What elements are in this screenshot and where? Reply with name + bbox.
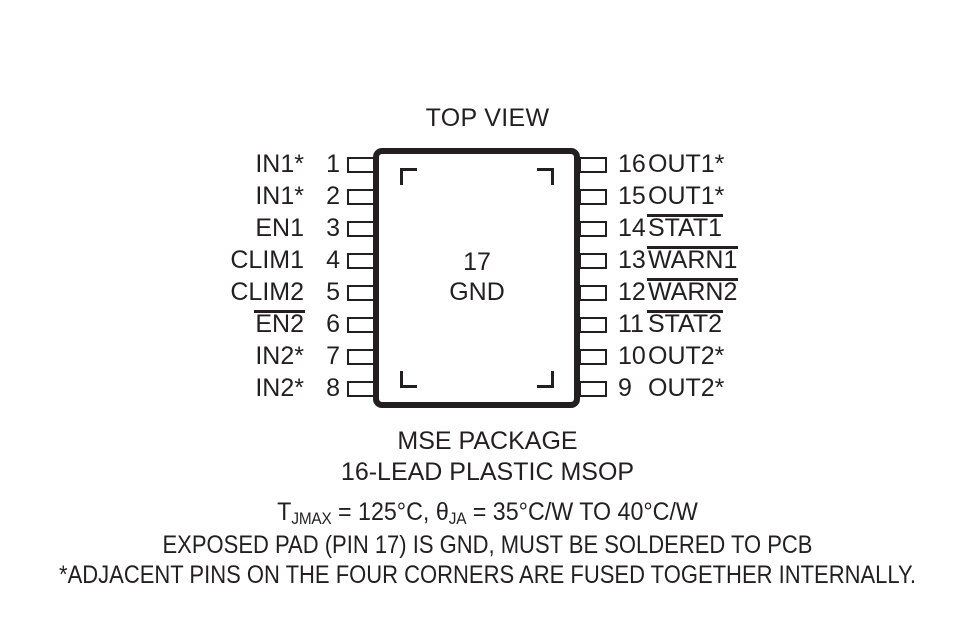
pin-label: IN2* [255, 341, 304, 370]
top-view-title: TOP VIEW [425, 104, 550, 132]
pin-label: IN1* [255, 149, 304, 178]
pin-number: 12 [618, 277, 646, 306]
pin-row-4: CLIM1 4 [230, 245, 340, 275]
lead-pin-1 [347, 157, 375, 173]
pin-label: IN1* [255, 181, 304, 210]
lead-pin-15 [579, 189, 607, 205]
pin-number: 15 [618, 181, 646, 210]
pin-label: OUT1* [648, 181, 725, 210]
exposed-pad-corner-bottom-left [400, 371, 417, 388]
pin-number: 13 [618, 245, 646, 274]
pin-row-5: CLIM2 5 [230, 277, 340, 307]
pin-row-2: IN1* 2 [255, 181, 340, 211]
package-description: 16-LEAD PLASTIC MSOP [340, 458, 635, 486]
lead-pin-16 [579, 157, 607, 173]
pin-row-8: IN2* 8 [255, 373, 340, 403]
theta-ja-symbol: θ [435, 498, 449, 526]
pin-number: 4 [326, 245, 340, 274]
pin-label: EN2 [254, 309, 305, 339]
lead-pin-9 [579, 381, 607, 397]
active-low-overline: WARN2 [646, 278, 739, 306]
pin-number: 6 [326, 309, 340, 338]
exposed-pad-number: 17 [463, 248, 491, 276]
package-name: MSE PACKAGE [397, 427, 578, 455]
pin-row-9: 9 OUT2* [618, 373, 724, 403]
pin-label: IN2* [255, 373, 304, 402]
pin-label: STAT2 [646, 309, 724, 339]
pin-row-3: EN1 3 [255, 213, 340, 243]
pin-number: 14 [618, 213, 646, 242]
lead-pin-2 [347, 189, 375, 205]
pin-number: 11 [618, 309, 644, 338]
active-low-overline: STAT1 [646, 214, 724, 242]
package-body-outline [373, 148, 580, 408]
exposed-pad-corner-top-right [537, 168, 554, 185]
pin-label: CLIM2 [230, 277, 304, 306]
note-exposed-pad: EXPOSED PAD (PIN 17) IS GND, MUST BE SOL… [162, 531, 813, 559]
thermal-specification: TJMAX = 125°C, θJA = 35°C/W TO 40°C/W [34, 498, 941, 528]
pin-number: 16 [618, 149, 646, 178]
pin-label: EN1 [255, 213, 304, 242]
exposed-pad-name: GND [449, 278, 505, 306]
exposed-pad-corner-bottom-right [537, 371, 554, 388]
lead-pin-13 [579, 253, 607, 269]
pin-number: 3 [326, 213, 340, 242]
tjmax-subscript: JMAX [291, 510, 332, 528]
active-low-overline: STAT2 [646, 310, 724, 338]
lead-pin-4 [347, 253, 375, 269]
pin-number: 7 [326, 341, 340, 370]
pin-row-7: IN2* 7 [255, 341, 340, 371]
pin-label: WARN2 [646, 277, 739, 307]
pin-number: 2 [326, 181, 340, 210]
lead-pin-8 [347, 381, 375, 397]
exposed-pad-corner-top-left [400, 168, 417, 185]
pin-row-1: IN1* 1 [255, 149, 340, 179]
pin-row-6: EN2 6 [254, 309, 340, 339]
pin-number: 10 [618, 341, 646, 370]
pin-label: OUT2* [648, 341, 725, 370]
lead-pin-6 [347, 317, 375, 333]
pin-number: 8 [326, 373, 340, 402]
theta-ja-subscript: JA [448, 510, 467, 528]
active-low-overline: EN2 [254, 310, 305, 338]
pin-number: 1 [326, 149, 340, 178]
tjmax-symbol: T [277, 498, 292, 526]
lead-pin-10 [579, 349, 607, 365]
tjmax-value: = 125°C, [331, 498, 436, 526]
note-fused-pins: *ADJACENT PINS ON THE FOUR CORNERS ARE F… [59, 561, 916, 589]
pin-label: WARN1 [646, 245, 739, 275]
active-low-overline: WARN1 [646, 246, 739, 274]
pin-label: OUT1* [648, 149, 725, 178]
lead-pin-3 [347, 221, 375, 237]
lead-pin-14 [579, 221, 607, 237]
pin-label: CLIM1 [230, 245, 304, 274]
theta-ja-value: = 35°C/W TO 40°C/W [466, 498, 698, 526]
lead-pin-11 [579, 317, 607, 333]
pin-label: OUT2* [648, 373, 725, 402]
lead-pin-5 [347, 285, 375, 301]
pin-label: STAT1 [646, 213, 724, 243]
lead-pin-12 [579, 285, 607, 301]
pin-number: 9 [618, 373, 632, 402]
lead-pin-7 [347, 349, 375, 365]
pin-number: 5 [326, 277, 340, 306]
